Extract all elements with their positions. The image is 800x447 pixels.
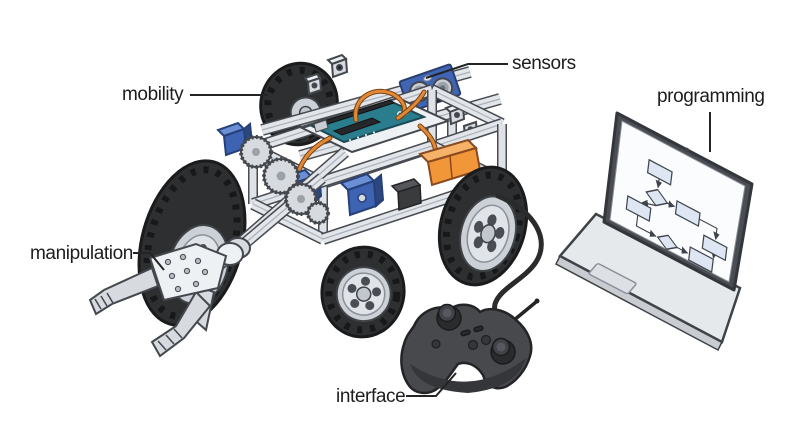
gripper-claw: [88, 242, 228, 358]
label-manipulation: manipulation: [30, 243, 133, 264]
leader-line-interface: [406, 372, 457, 397]
camera-sensor-icon: [326, 53, 349, 79]
webcam-dot: [684, 147, 690, 153]
leader-lines: [133, 63, 711, 397]
camera-sensors: [303, 53, 479, 139]
controller-buttons: [431, 325, 492, 351]
label-interface: interface: [336, 386, 406, 407]
dc-motor: [390, 178, 422, 212]
label-programming: programming: [657, 86, 765, 107]
arduino-board: [309, 99, 427, 144]
label-mobility: mobility: [122, 84, 184, 105]
leader-line-manipulation: [133, 252, 165, 271]
servo-motor: [339, 172, 385, 217]
left-analog-stick: [436, 303, 462, 331]
camera-sensor-icon: [303, 72, 323, 96]
leader-line-sensors: [425, 63, 508, 79]
flowchart: [625, 158, 728, 274]
robot-rover: [88, 53, 529, 358]
robotic-arm: [214, 135, 349, 271]
arm-gears: [239, 135, 330, 225]
battery-pack: [418, 138, 482, 187]
game-controller: [400, 298, 540, 395]
right-analog-stick: [490, 337, 516, 365]
label-sensors: sensors: [512, 53, 576, 74]
trackpad: [588, 263, 637, 295]
front-left-wheel: [320, 245, 406, 339]
laptop: [555, 111, 754, 352]
